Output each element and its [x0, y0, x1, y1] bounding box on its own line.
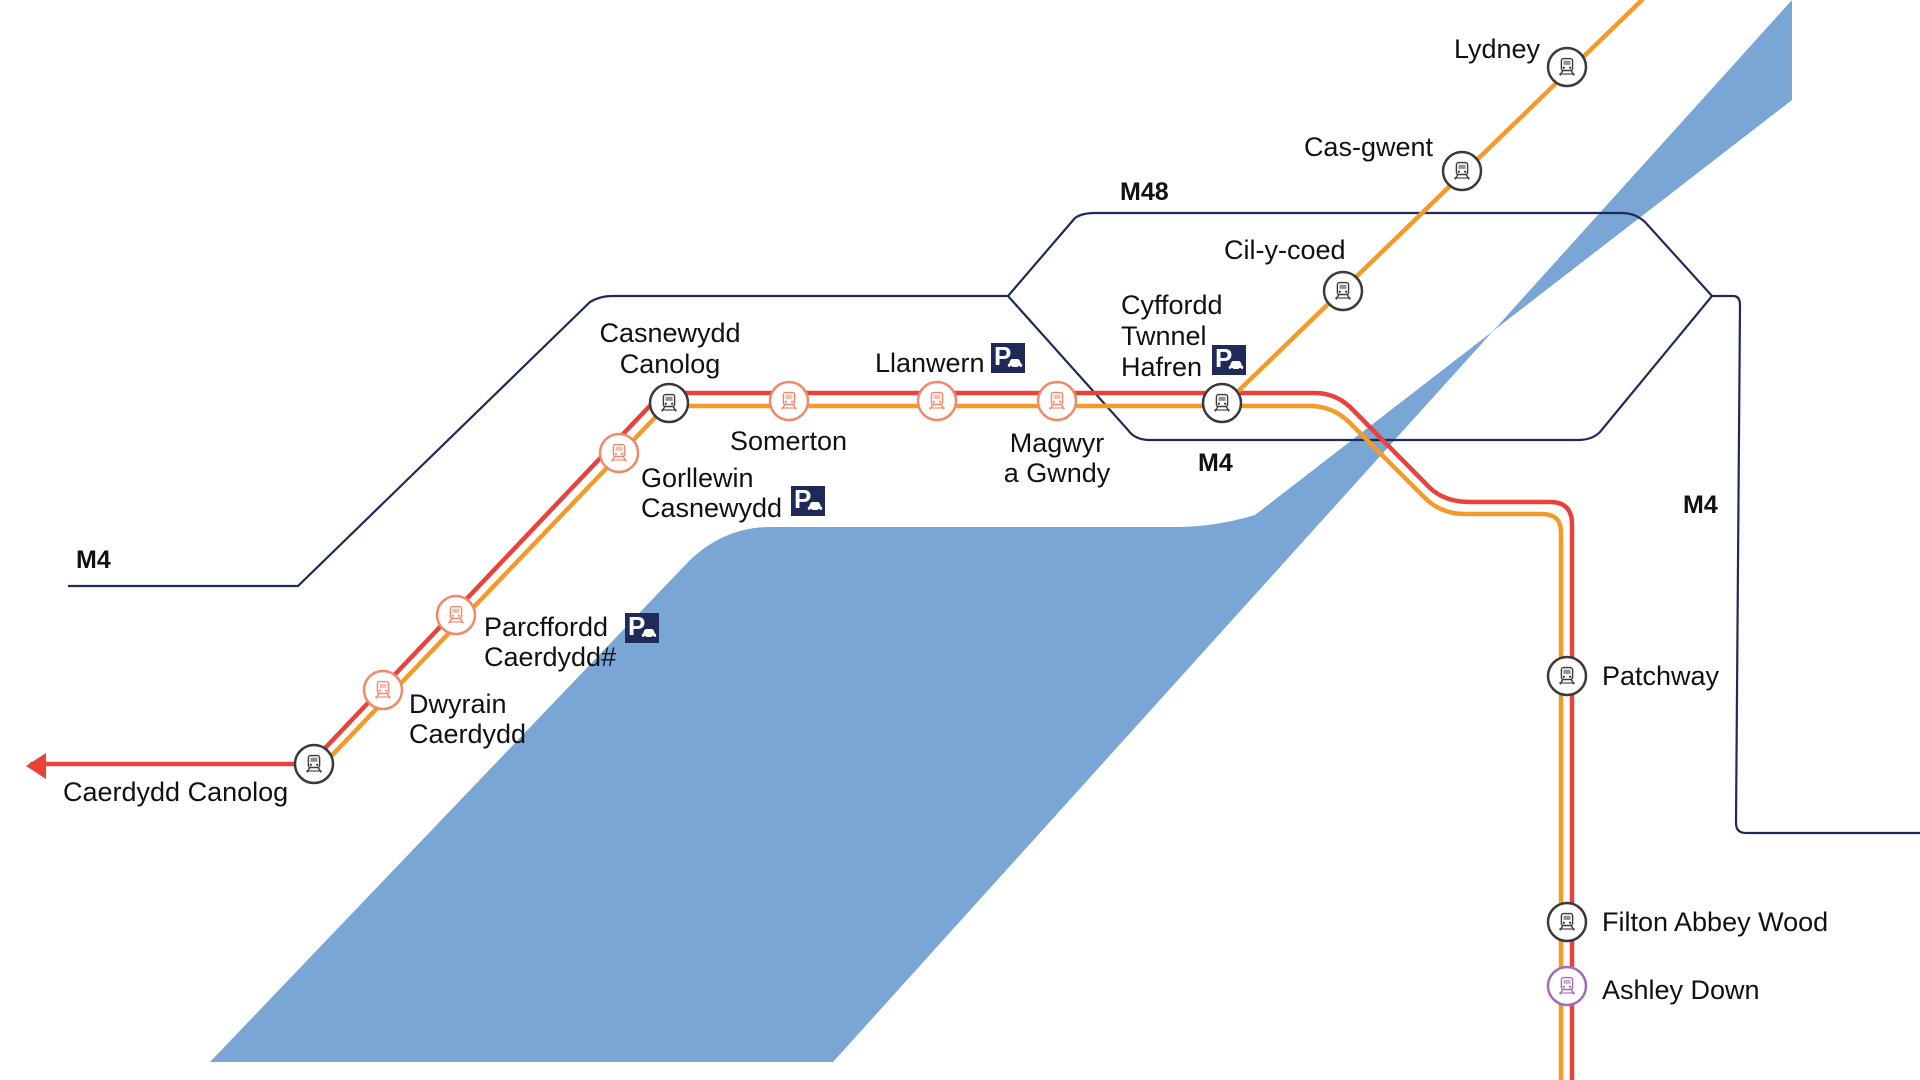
- station-label-cyffordd-line2: Twnnel: [1121, 321, 1207, 351]
- station-marker-parcffordd-caerdydd[interactable]: [435, 594, 477, 636]
- station-label-dwyrain-line1: Dwyrain: [409, 689, 507, 719]
- station-marker-llanwern[interactable]: [916, 380, 958, 422]
- road-label-m4-west: M4: [76, 546, 111, 574]
- station-marker-casnewydd-canolog[interactable]: [648, 382, 690, 424]
- motorway-m48: [1007, 211, 1713, 297]
- station-label-cyffordd-line1: Cyffordd: [1121, 290, 1223, 320]
- station-marker-somerton[interactable]: [768, 380, 810, 422]
- station-marker-filton-abbey-wood[interactable]: [1546, 901, 1588, 943]
- station-label-lydney: Lydney: [1454, 34, 1541, 64]
- parking-icons: P P P P: [625, 341, 1246, 643]
- road-label-m4-center: M4: [1198, 449, 1233, 477]
- station-label-somerton: Somerton: [730, 426, 847, 456]
- parking-icon-parcffordd: P: [625, 611, 659, 643]
- station-marker-caerdydd-canolog[interactable]: [293, 743, 335, 785]
- station-label-cas-gwent: Cas-gwent: [1304, 132, 1434, 162]
- station-label-casnewydd-line1: Casnewydd: [599, 318, 740, 348]
- station-label-parcffordd-line1: Parcffordd: [484, 612, 608, 642]
- station-label-casnewydd-line2: Canolog: [620, 349, 721, 379]
- station-marker-magwyr[interactable]: [1036, 380, 1078, 422]
- arrow-left-icon: [26, 753, 46, 779]
- station-labels: Lydney Cas-gwent Cil-y-coed Cyffordd Twn…: [63, 34, 1828, 1005]
- station-label-llanwern: Llanwern: [875, 348, 985, 378]
- station-label-ashley-down: Ashley Down: [1602, 975, 1760, 1005]
- svg-text:P: P: [794, 484, 811, 514]
- stations: [293, 46, 1588, 1007]
- parking-icon-gorllewin: P: [791, 484, 825, 516]
- station-marker-dwyrain-caerdydd[interactable]: [362, 669, 404, 711]
- station-marker-gorllewin-casnewydd[interactable]: [598, 432, 640, 474]
- station-label-cyffordd-line3: Hafren: [1121, 352, 1202, 382]
- motorway-m4-west: [68, 294, 1008, 588]
- station-label-magwyr-line2: a Gwndy: [1004, 458, 1111, 488]
- estuary-water: [210, 0, 1792, 1062]
- station-label-filton-abbey-wood: Filton Abbey Wood: [1602, 907, 1828, 937]
- svg-text:P: P: [1215, 343, 1232, 373]
- station-label-caerdydd-canolog: Caerdydd Canolog: [63, 777, 288, 807]
- svg-text:P: P: [628, 611, 645, 641]
- station-label-gorllewin-line2: Casnewydd: [641, 493, 782, 523]
- rail-line-orange: [315, 403, 1564, 1080]
- station-marker-lydney[interactable]: [1546, 46, 1588, 88]
- station-marker-cas-gwent[interactable]: [1441, 150, 1483, 192]
- station-label-gorllewin-line1: Gorllewin: [641, 463, 754, 493]
- parking-icon-llanwern: P: [991, 341, 1025, 373]
- station-label-patchway: Patchway: [1602, 661, 1720, 691]
- road-labels: M48 M4 M4 M4: [76, 178, 1718, 574]
- station-label-cil-y-coed: Cil-y-coed: [1224, 235, 1346, 265]
- rail-line-red: [29, 390, 1575, 1080]
- station-label-parcffordd-line2: Caerdydd#: [484, 642, 616, 672]
- station-marker-ashley-down[interactable]: [1546, 965, 1588, 1007]
- road-label-m48: M48: [1120, 178, 1169, 206]
- station-marker-cil-y-coed[interactable]: [1322, 270, 1364, 312]
- road-label-m4-east: M4: [1683, 491, 1718, 519]
- motorway-m4-east: [1712, 294, 1920, 835]
- station-label-magwyr-line1: Magwyr: [1010, 428, 1105, 458]
- station-label-dwyrain-line2: Caerdydd: [409, 719, 526, 749]
- station-marker-patchway[interactable]: [1546, 655, 1588, 697]
- parking-icon-cyffordd: P: [1212, 343, 1246, 375]
- svg-text:P: P: [994, 341, 1011, 371]
- station-marker-cyffordd-twnnel-hafren[interactable]: [1201, 382, 1243, 424]
